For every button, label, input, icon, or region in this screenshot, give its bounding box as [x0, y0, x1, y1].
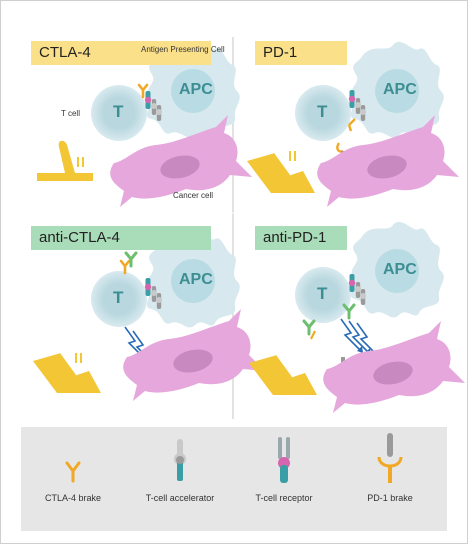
legend-pd1-brake: PD-1 brake	[367, 493, 413, 503]
anti-ctla4-panel-art	[32, 231, 265, 401]
panel-title-pd1: PD-1	[255, 41, 347, 65]
ctla4-panel-art	[37, 41, 252, 207]
t-cell-label: T	[317, 284, 328, 303]
legend-ctla4-brake: CTLA-4 brake	[44, 493, 102, 503]
pedal	[248, 354, 318, 396]
legend-accelerator: T-cell accelerator	[145, 493, 215, 503]
legend-receptor-icon	[278, 437, 290, 483]
pedal	[32, 352, 102, 394]
t-cell	[295, 85, 351, 141]
legend-ctla4-icon	[65, 461, 81, 483]
apc-label: APC	[383, 81, 417, 98]
t-cell-caption: T cell	[61, 109, 80, 118]
t-cell-label: T	[113, 102, 124, 121]
anti-pd1-panel-art	[248, 221, 465, 413]
pd1-panel-art	[246, 41, 459, 207]
t-cell-label: T	[317, 102, 328, 121]
t-cell	[295, 267, 351, 323]
pedal	[37, 140, 93, 181]
t-cell	[91, 271, 147, 327]
legend-accelerator-icon	[174, 439, 186, 481]
panel-title-anti-pd1: anti-PD-1	[255, 226, 347, 250]
panel-title-ctla4: CTLA-4	[31, 41, 211, 65]
pedal	[246, 152, 316, 194]
legend-pd1-icon	[377, 433, 403, 483]
apc-caption: Antigen Presenting Cell	[141, 45, 225, 54]
legend-box	[21, 427, 447, 531]
apc-label: APC	[179, 81, 213, 98]
cancer-cell-caption: Cancer cell	[173, 191, 214, 200]
t-cell-label: T	[113, 288, 124, 307]
apc-label: APC	[383, 261, 417, 278]
t-cell	[91, 85, 147, 141]
panel-title-anti-ctla4: anti-CTLA-4	[31, 226, 211, 250]
legend-receptor: T-cell receptor	[255, 493, 313, 503]
apc-label: APC	[179, 271, 213, 288]
